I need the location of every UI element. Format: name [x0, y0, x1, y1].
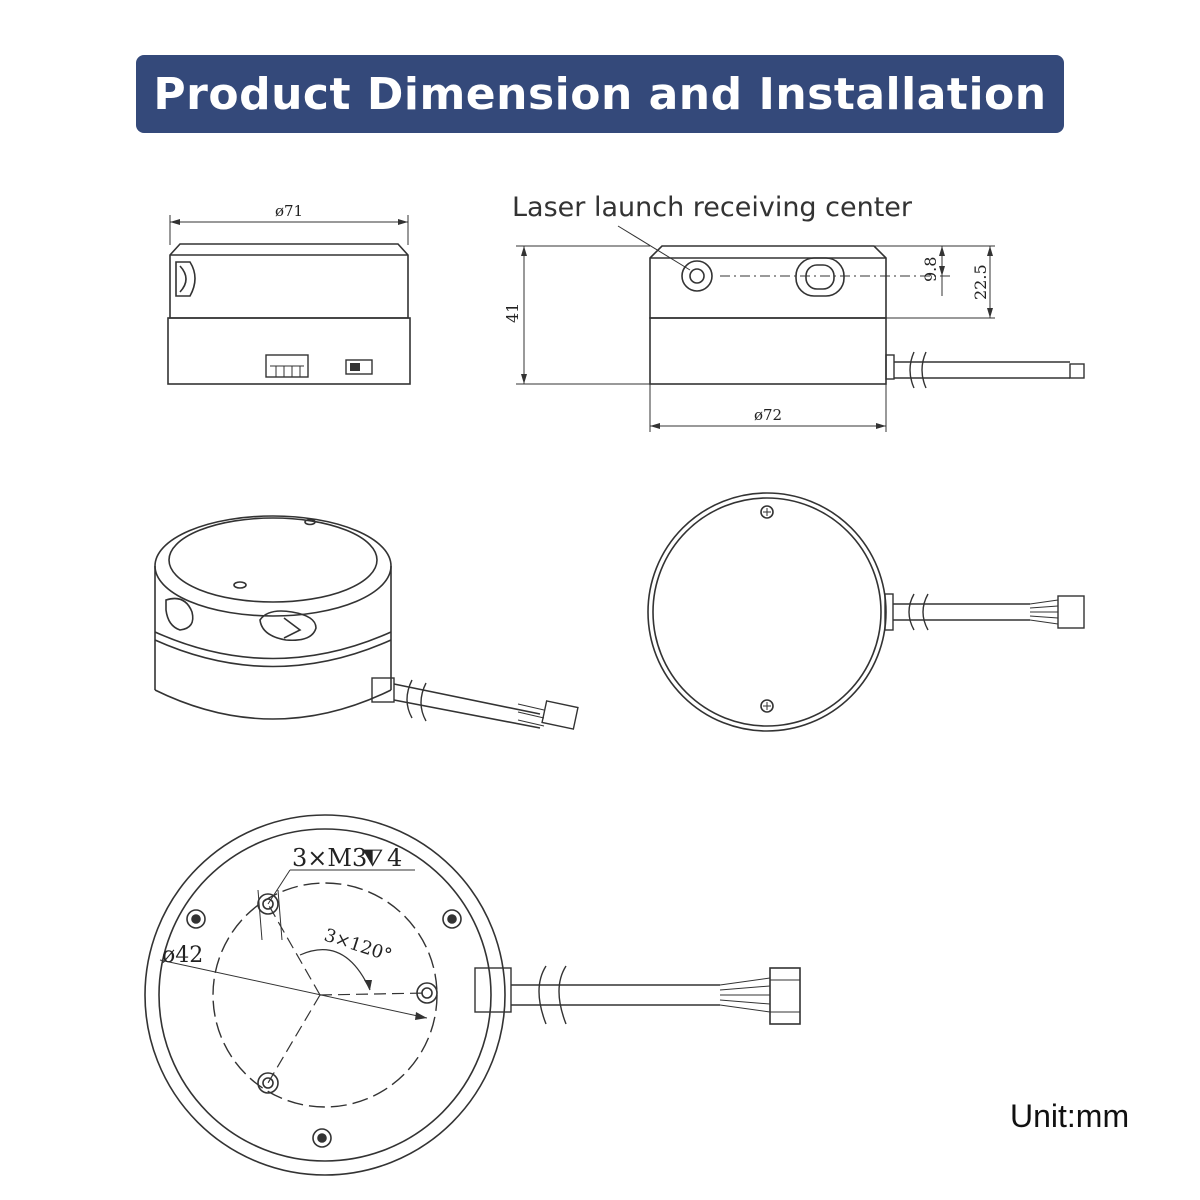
side-view: 41 9.8 22.5 ø72 [503, 225, 1085, 432]
height-label: 41 [503, 303, 522, 323]
screw-label: 3×M3 [292, 844, 367, 872]
isometric-view [154, 515, 579, 730]
bottom-view: 3×M3 ⧨ 4 3×120° ø42 [144, 814, 801, 1176]
pitch-diameter-label: ø42 [162, 943, 203, 968]
page-title: Product Dimension and Installation [153, 68, 1047, 120]
front-view: ø71 [167, 202, 411, 385]
front-diameter-label: ø71 [275, 202, 303, 220]
screw-depth-label: 4 [387, 844, 402, 872]
center-height-label: 9.8 [921, 257, 940, 282]
screw-depth-symbol: ⧨ [362, 844, 383, 872]
title-banner: Product Dimension and Installation [136, 55, 1064, 133]
side-diameter-label: ø72 [754, 406, 782, 424]
unit-label: Unit:mm [1010, 1098, 1130, 1134]
angle-label: 3×120° [321, 925, 394, 967]
laser-center-callout: Laser launch receiving center [512, 192, 913, 223]
top-view [647, 492, 1085, 732]
upper-height-label: 22.5 [971, 264, 990, 300]
